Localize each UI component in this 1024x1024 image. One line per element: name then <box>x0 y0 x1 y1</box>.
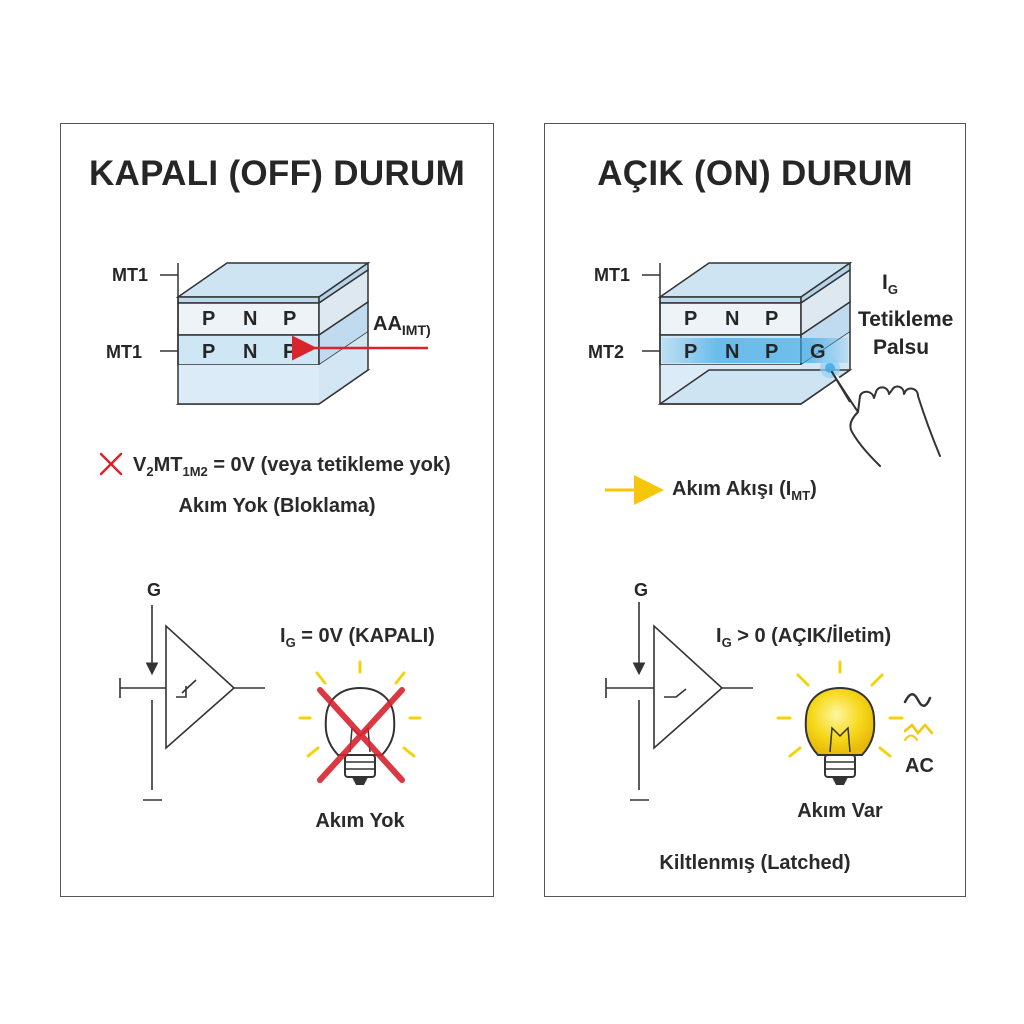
off-layer-bot-p2: P <box>283 341 296 363</box>
on-triac-symbol-icon <box>605 602 753 801</box>
on-gate-current: IG > 0 (AÇIK/İletim) <box>716 625 892 650</box>
on-layer-bot-p2: P <box>765 341 778 363</box>
on-terminal-mid-label: MT2 <box>588 342 624 362</box>
off-layer-top-p1: P <box>202 308 215 330</box>
hand-pointer-icon <box>820 358 941 467</box>
off-bulb-caption: Akım Yok <box>315 810 405 832</box>
on-semiconductor-block <box>642 261 853 405</box>
off-terminal-mid-label: MT1 <box>106 342 142 362</box>
on-trigger-line1: Tetikleme <box>858 308 953 331</box>
on-terminal-top-label: MT1 <box>594 265 630 285</box>
on-layer-top-p1: P <box>684 308 697 330</box>
on-layer-top-n: N <box>725 308 739 330</box>
on-state-panel: AÇIK (ON) DURUM <box>544 123 966 897</box>
off-state-panel: KAPALI (OFF) DURUM <box>60 123 494 897</box>
off-condition-text: V2MT1M2 = 0V (veya tetikleme yok) <box>133 454 451 479</box>
off-gate-label: G <box>147 580 161 600</box>
bulb-off-icon <box>298 660 422 785</box>
on-flow-text: Akım Akışı (IMT) <box>672 478 817 503</box>
on-bulb-caption: Akım Var <box>797 800 883 822</box>
off-layer-bot-p1: P <box>202 341 215 363</box>
on-gate-label: G <box>634 580 648 600</box>
cross-icon <box>99 452 123 476</box>
on-trigger-current: IG <box>882 271 898 297</box>
on-panel-title: AÇIK (ON) DURUM <box>597 154 913 193</box>
on-layer-bot-n: N <box>725 341 739 363</box>
on-layer-top-p2: P <box>765 308 778 330</box>
on-conduction-glow <box>662 338 848 363</box>
off-layer-top-n: N <box>243 308 257 330</box>
off-state-text: Akım Yok (Bloklama) <box>178 495 376 517</box>
on-ac-label: AC <box>905 755 934 777</box>
ac-wave-icon <box>903 693 934 741</box>
off-panel-title: KAPALI (OFF) DURUM <box>88 154 466 193</box>
bulb-on-icon <box>776 660 904 785</box>
on-trigger-line2: Palsu <box>873 336 929 359</box>
off-semiconductor-block <box>160 261 371 405</box>
off-triac-symbol-icon <box>119 605 265 801</box>
off-gate-current: IG = 0V (KAPALI) <box>280 625 435 650</box>
off-layer-top-p2: P <box>283 308 296 330</box>
off-layer-bot-n: N <box>243 341 257 363</box>
on-layer-gate: G <box>810 341 826 363</box>
on-layer-bot-p1: P <box>684 341 697 363</box>
off-arrow-label: AAIMT) <box>373 313 431 338</box>
on-latched-text: Kiltlenmış (Latched) <box>659 852 851 874</box>
off-terminal-top-label: MT1 <box>112 265 148 285</box>
